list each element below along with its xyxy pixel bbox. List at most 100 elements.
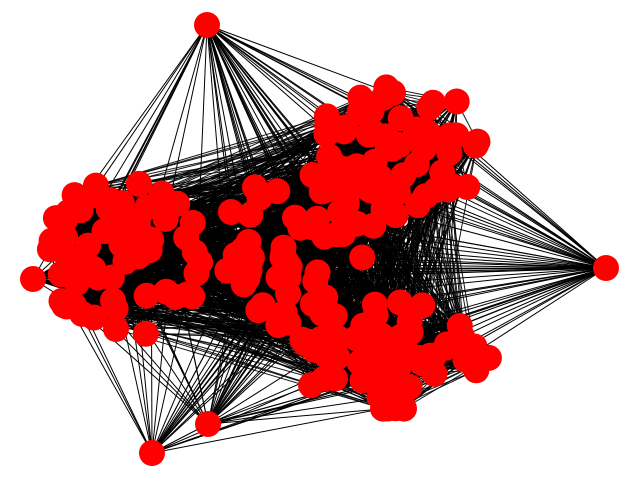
graph-node [387, 289, 413, 316]
graph-edge [206, 24, 376, 305]
graph-edge [192, 267, 607, 297]
graph-node [108, 231, 135, 258]
graph-node [270, 305, 296, 332]
graph-edge [445, 188, 607, 269]
graph-node [98, 264, 125, 291]
graph-node [358, 98, 385, 125]
graph-node [443, 122, 470, 149]
graph-edge [151, 294, 188, 454]
graph-node-outlier [195, 411, 221, 437]
graph-edge [151, 270, 251, 454]
graph-edge [207, 395, 397, 425]
graph-node [324, 221, 351, 248]
graph-node [421, 360, 448, 387]
graph-edge [68, 304, 153, 454]
graph-node [242, 174, 268, 201]
graph-edge [361, 257, 461, 327]
graph-edge [206, 24, 279, 278]
graph-edge [207, 191, 278, 425]
graph-edge [392, 267, 607, 341]
graph-edge [146, 295, 209, 425]
graph-edge [206, 24, 232, 213]
graph-node [103, 316, 129, 342]
graph-node [299, 291, 326, 318]
graph-edge [32, 278, 336, 379]
graph-node [334, 180, 361, 206]
graph-edge [207, 408, 388, 425]
graph-edge [282, 257, 607, 269]
graph-node [446, 313, 473, 339]
graph-node [379, 327, 406, 354]
graph-node [349, 244, 376, 271]
graph-node [265, 264, 292, 291]
graph-node [411, 121, 438, 148]
graph-node [343, 153, 370, 180]
graph-node [230, 271, 257, 298]
graph-node [372, 123, 399, 150]
graph-node [374, 395, 401, 422]
graph-node [270, 234, 297, 261]
graph-node [346, 349, 373, 376]
graph-node [376, 360, 403, 387]
graph-node [60, 292, 87, 319]
graph-node [409, 292, 436, 319]
graph-edge [383, 208, 607, 269]
graph-edge [373, 225, 607, 269]
graph-node [187, 249, 214, 276]
graph-node [412, 183, 439, 210]
graph-node [126, 170, 152, 197]
graph-edge [108, 24, 208, 210]
graph-node [132, 320, 159, 347]
graph-edge [151, 203, 178, 454]
graph-node [299, 214, 326, 241]
graph-node [322, 365, 349, 392]
graph-node-outlier [139, 440, 165, 466]
graph-node [475, 344, 502, 371]
graph-node [313, 177, 340, 203]
graph-node [421, 342, 448, 369]
graph-node [380, 79, 406, 106]
graph-node [174, 281, 201, 308]
graph-edge [206, 24, 425, 131]
graph-edge [150, 239, 153, 454]
graph-node [179, 209, 206, 236]
graph-node [420, 89, 446, 116]
graph-node [36, 236, 63, 263]
graph-node [218, 199, 244, 225]
graph-edge [455, 135, 607, 269]
graph-node [222, 241, 249, 268]
graph-node-outlier [20, 266, 46, 292]
graph-edge [283, 247, 607, 269]
graph-edge [207, 384, 312, 425]
graph-node [362, 302, 389, 329]
graph-edge [120, 244, 153, 454]
graph-edge [151, 408, 384, 454]
graph-node [148, 188, 175, 215]
graph-node [462, 132, 489, 159]
graph-node [67, 197, 94, 224]
graph-node [249, 292, 276, 319]
graph-edge [161, 115, 328, 194]
graph-edge [399, 267, 607, 303]
graph-node [396, 374, 423, 400]
graph-node [443, 88, 470, 115]
graph-node [313, 103, 340, 130]
graph-node [366, 174, 393, 201]
graph-node [82, 172, 109, 199]
graph-edge [465, 267, 607, 360]
graph-node [75, 232, 102, 259]
graph-edge [421, 145, 477, 306]
graph-edge [132, 254, 153, 454]
graph-edge [74, 126, 346, 196]
graph-node [317, 308, 344, 334]
graph-node [296, 328, 323, 355]
graph-edge [206, 24, 372, 112]
graph-node [108, 190, 135, 217]
graph-node [343, 325, 369, 352]
graph-node [304, 259, 331, 286]
graph-node-outlier [593, 255, 619, 281]
graph-edge [206, 24, 387, 93]
graph-node-outlier [194, 12, 220, 38]
